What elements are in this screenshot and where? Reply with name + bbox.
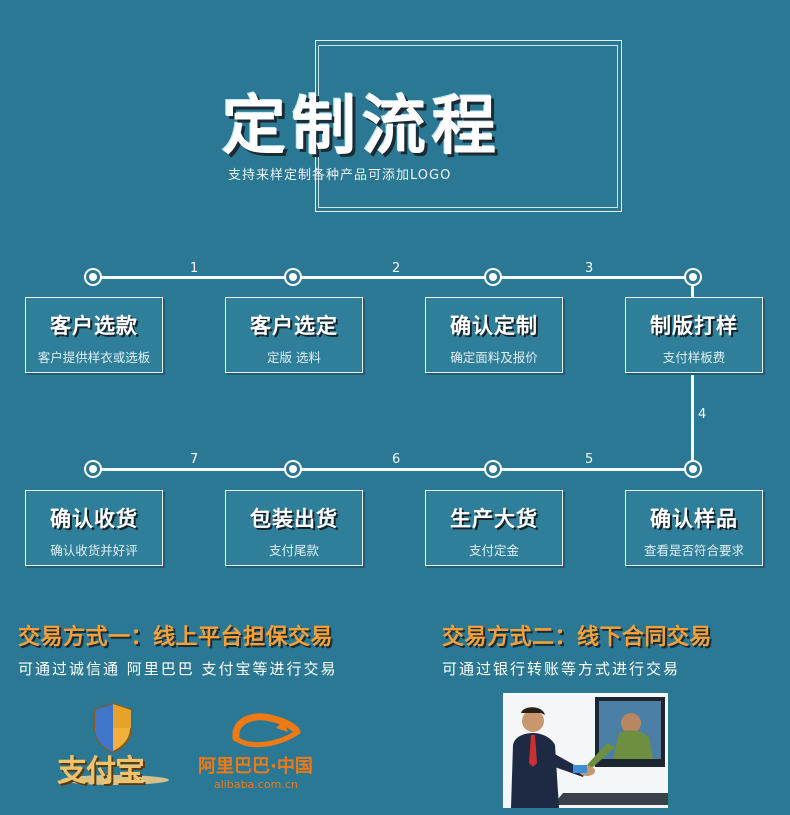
alibaba-text: 阿里巴巴·中国 <box>198 756 313 777</box>
step-dot <box>284 268 302 286</box>
trade-method-two-title: 交易方式二：线下合同交易 <box>442 625 713 650</box>
step-title: 确认定制 <box>450 314 538 338</box>
alibaba-url: alibaba.com.cn <box>214 778 298 791</box>
step-desc: 支付尾款 <box>268 543 319 558</box>
step-dot <box>284 460 302 478</box>
alibaba-smile-icon <box>232 713 301 748</box>
step-box-pack-ship: 包装出货 支付尾款 <box>225 490 363 566</box>
trade-method-two-desc: 可通过银行转账等方式进行交易 <box>442 660 681 678</box>
header-frame-inner <box>318 45 618 208</box>
trade-method-one-title: 交易方式一：线上平台担保交易 <box>18 625 334 650</box>
step-dot <box>684 268 702 286</box>
step-desc: 支付定金 <box>468 543 519 558</box>
step-desc: 客户提供样衣或选板 <box>37 350 151 365</box>
step-title: 客户选定 <box>250 314 338 338</box>
step-title: 确认收货 <box>50 507 138 531</box>
step-number: 2 <box>392 261 401 276</box>
step-number: 7 <box>190 452 199 467</box>
step-number: 3 <box>585 261 594 276</box>
step-title: 包装出货 <box>250 507 338 531</box>
step-dot <box>684 460 702 478</box>
page-subtitle: 支持来样定制各种产品可添加LOGO <box>228 168 452 183</box>
step-box-sample-making: 制版打样 支付样板费 <box>625 297 763 373</box>
step-box-confirm-receipt: 确认收货 确认收货并好评 <box>25 490 163 566</box>
alibaba-logo: 阿里巴巴·中国 alibaba.com.cn <box>196 708 336 798</box>
step-number: 5 <box>585 452 594 467</box>
alipay-logo: 支付宝 <box>55 700 175 790</box>
step-dot <box>484 268 502 286</box>
step-dot <box>84 268 102 286</box>
step-desc: 支付样板费 <box>662 350 726 365</box>
step-box-confirm-sample: 确认样品 查看是否符合要求 <box>625 490 763 566</box>
step-title: 客户选款 <box>50 314 138 338</box>
step-desc: 定版 选料 <box>267 350 321 365</box>
step-dot <box>84 460 102 478</box>
step-number: 1 <box>190 261 199 276</box>
step-box-confirm-custom: 确认定制 确定面料及报价 <box>425 297 563 373</box>
business-handshake-image <box>503 693 668 808</box>
header-frame-outer <box>315 40 622 212</box>
step-title: 制版打样 <box>650 314 738 338</box>
step-title: 生产大货 <box>450 507 538 531</box>
step-title: 确认样品 <box>650 507 738 531</box>
step-box-mass-production: 生产大货 支付定金 <box>425 490 563 566</box>
step-desc: 确认收货并好评 <box>50 543 138 558</box>
step-dot <box>484 460 502 478</box>
shield-icon <box>61 702 169 785</box>
flow-line-bottom <box>93 468 693 471</box>
trade-method-one-desc: 可通过诚信通 阿里巴巴 支付宝等进行交易 <box>18 660 338 678</box>
page-title: 定制流程 <box>222 90 502 164</box>
step-box-select-style: 客户选款 客户提供样衣或选板 <box>25 297 163 373</box>
step-desc: 确定面料及报价 <box>450 350 538 365</box>
alipay-text: 支付宝 <box>57 754 145 789</box>
step-box-confirm-choice: 客户选定 定版 选料 <box>225 297 363 373</box>
handshake-photo <box>503 693 668 808</box>
step-number: 4 <box>698 407 707 422</box>
step-desc: 查看是否符合要求 <box>643 543 744 558</box>
flow-line-top <box>93 276 693 279</box>
flow-line-right <box>691 278 694 470</box>
step-number: 6 <box>392 452 401 467</box>
